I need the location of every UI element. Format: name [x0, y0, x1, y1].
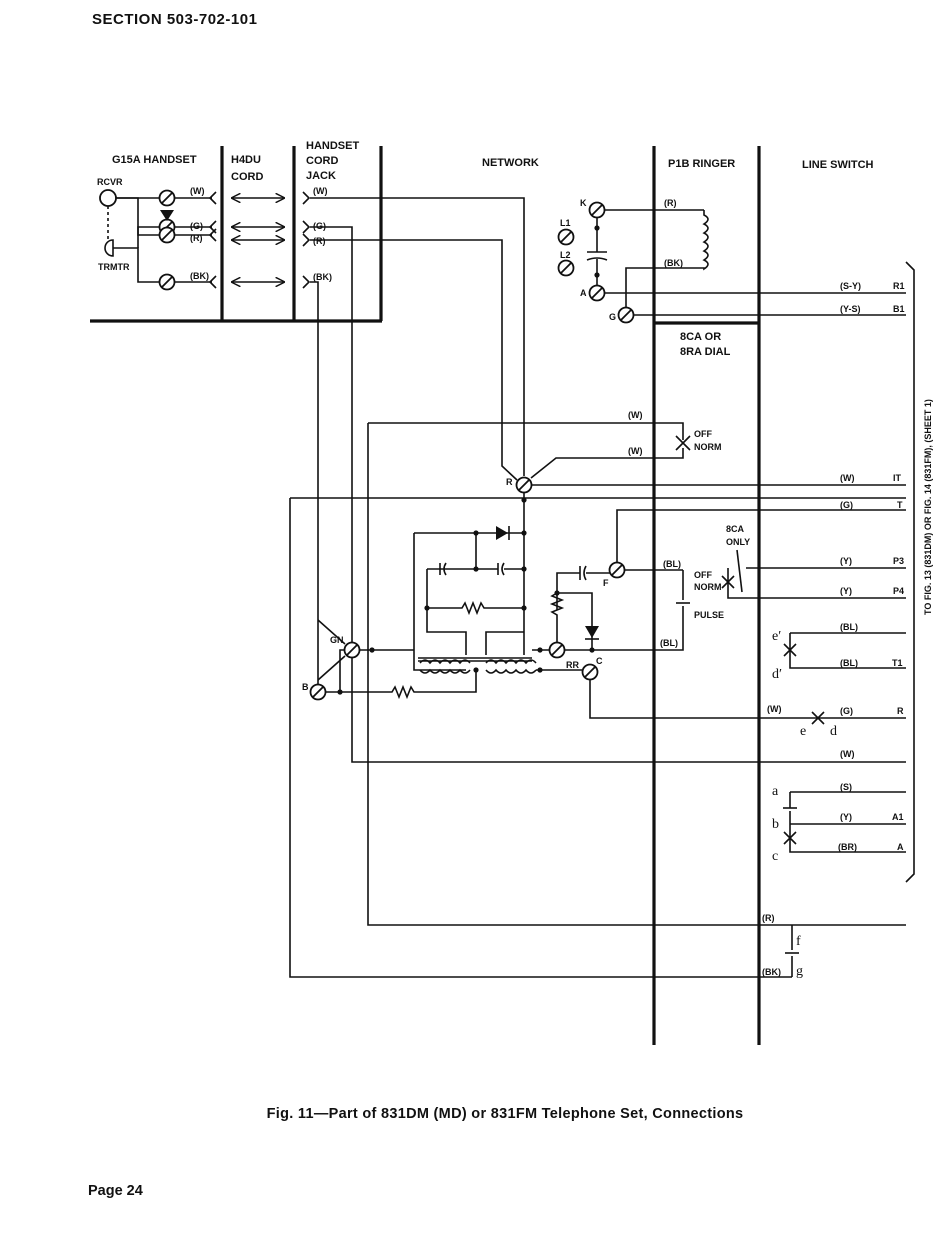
svg-text:OFF: OFF — [694, 429, 712, 439]
network-heading: NETWORK — [482, 157, 539, 169]
svg-text:(R): (R) — [313, 236, 326, 246]
svg-text:b: b — [772, 817, 779, 832]
dial-heading-2: 8RA DIAL — [680, 346, 731, 358]
svg-text:(BL): (BL) — [840, 658, 858, 668]
section-headings: G15A HANDSET H4DU CORD HANDSET CORD JACK… — [112, 140, 874, 358]
h4du-heading-2: CORD — [231, 171, 263, 183]
svg-text:(BK): (BK) — [664, 258, 683, 268]
svg-text:(BL): (BL) — [660, 638, 678, 648]
svg-text:g: g — [796, 964, 803, 979]
svg-text:NORM: NORM — [694, 442, 722, 452]
figure-caption: Fig. 11—Part of 831DM (MD) or 831FM Tele… — [266, 1106, 744, 1122]
svg-text:A: A — [897, 842, 904, 852]
svg-text:T: T — [897, 500, 903, 510]
svg-text:B: B — [302, 682, 309, 692]
svg-text:d: d — [830, 724, 837, 739]
jack-heading-3: JACK — [306, 170, 336, 182]
svg-text:(W): (W) — [190, 186, 205, 196]
rcvr-label: RCVR — [97, 177, 123, 187]
svg-text:R: R — [506, 477, 513, 487]
varistor-icon — [160, 210, 174, 221]
svg-text:(W): (W) — [840, 749, 855, 759]
svg-text:(G): (G) — [313, 221, 326, 231]
svg-text:A1: A1 — [892, 812, 904, 822]
svg-text:G: G — [609, 312, 616, 322]
svg-text:a: a — [772, 784, 779, 799]
svg-text:ONLY: ONLY — [726, 537, 750, 547]
section-header: SECTION 503-702-101 — [92, 11, 258, 28]
svg-text:C: C — [596, 656, 603, 666]
svg-text:(BR): (BR) — [838, 842, 857, 852]
network-wiring: (W) (W) OFF NORM R (W) IT — [289, 197, 906, 978]
svg-text:(BL): (BL) — [840, 622, 858, 632]
svg-text:B1: B1 — [893, 304, 905, 314]
svg-text:(R): (R) — [664, 198, 677, 208]
svg-text:R: R — [897, 706, 904, 716]
svg-text:L2: L2 — [560, 250, 571, 260]
svg-text:(W): (W) — [840, 473, 855, 483]
trmtr-label: TRMTR — [98, 262, 130, 272]
svg-text:(R): (R) — [762, 913, 775, 923]
svg-text:(BK): (BK) — [762, 967, 781, 977]
dial-heading-1: 8CA OR — [680, 331, 721, 343]
transmitter-icon — [104, 239, 114, 257]
g15a-handset-heading: G15A HANDSET — [112, 154, 197, 166]
svg-text:(G): (G) — [840, 500, 853, 510]
svg-text:(Y-S): (Y-S) — [840, 304, 861, 314]
svg-text:(W): (W) — [628, 410, 643, 420]
svg-text:d′: d′ — [772, 667, 782, 682]
svg-text:(Y): (Y) — [840, 556, 852, 566]
handset-area: RCVR TRMTR (W) (G) (R) (BK) — [97, 177, 332, 291]
right-bracket — [905, 261, 915, 883]
svg-text:A: A — [580, 288, 587, 298]
svg-text:IT: IT — [893, 473, 902, 483]
svg-text:(BL): (BL) — [663, 559, 681, 569]
svg-text:(BK): (BK) — [190, 271, 209, 281]
svg-text:(S): (S) — [840, 782, 852, 792]
svg-text:L1: L1 — [560, 218, 571, 228]
svg-text:c: c — [772, 849, 778, 864]
receiver-icon — [99, 189, 117, 207]
svg-text:(BK): (BK) — [313, 272, 332, 282]
svg-text:(R): (R) — [190, 233, 203, 243]
svg-text:(Y): (Y) — [840, 812, 852, 822]
svg-text:f: f — [796, 934, 801, 949]
svg-text:8CA: 8CA — [726, 524, 745, 534]
h4du-heading-1: H4DU — [231, 154, 261, 166]
ringer-area: K (R) (BK) L1 L2 A G (S-Y) R1 (Y-S) B1 — [557, 198, 906, 324]
svg-text:RR: RR — [566, 660, 579, 670]
svg-text:e: e — [800, 724, 806, 739]
svg-text:(G): (G) — [190, 221, 203, 231]
svg-text:P4: P4 — [893, 586, 904, 596]
svg-text:K: K — [580, 198, 587, 208]
ringer-heading: P1B RINGER — [668, 158, 735, 170]
jack-heading-2: CORD — [306, 155, 338, 167]
svg-text:NORM: NORM — [694, 582, 722, 592]
svg-text:(W): (W) — [628, 446, 643, 456]
svg-text:P3: P3 — [893, 556, 904, 566]
svg-text:GN: GN — [330, 635, 344, 645]
section-dividers — [90, 146, 761, 1045]
svg-text:(W): (W) — [767, 704, 782, 714]
svg-text:OFF: OFF — [694, 570, 712, 580]
svg-text:e′: e′ — [772, 629, 781, 644]
svg-text:T1: T1 — [892, 658, 903, 668]
svg-text:(W): (W) — [313, 186, 328, 196]
svg-text:(S-Y): (S-Y) — [840, 281, 861, 291]
side-note: TO FIG. 13 (831DM) OR FIG. 14 (831FM), (… — [923, 399, 933, 615]
svg-text:R1: R1 — [893, 281, 905, 291]
svg-text:F: F — [603, 578, 609, 588]
svg-text:(G): (G) — [840, 706, 853, 716]
page-number: Page 24 — [88, 1183, 143, 1199]
svg-text:PULSE: PULSE — [694, 610, 724, 620]
dial-contacts: 8CA ONLY OFF NORM (Y) P3 (Y) P4 — [694, 524, 906, 599]
line-switch-heading: LINE SWITCH — [802, 159, 874, 171]
svg-text:(Y): (Y) — [840, 586, 852, 596]
jack-heading-1: HANDSET — [306, 140, 359, 152]
line-switch-contacts: (BL) (BL) T1 e′ d′ (W) a b c (S) (Y) A1 … — [762, 622, 906, 979]
